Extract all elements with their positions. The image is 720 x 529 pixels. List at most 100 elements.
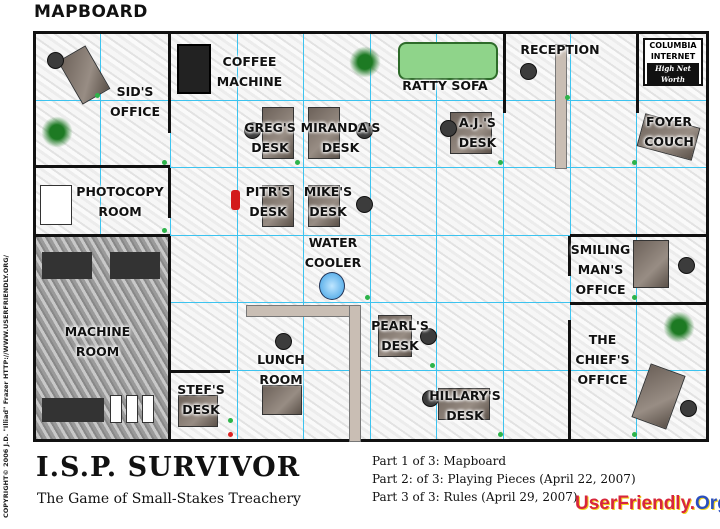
room-foyer-couch[interactable]: FOYER COUCH <box>644 114 694 149</box>
game-subtitle: The Game of Small-Stakes Treachery <box>37 491 301 507</box>
room-water-cooler[interactable]: WATER COOLER <box>304 235 362 270</box>
room-gregs-desk[interactable]: GREG'S DESK <box>244 120 296 155</box>
room-lunch-room[interactable]: LUNCH ROOM <box>257 352 305 387</box>
room-reception[interactable]: RECEPTION <box>520 42 600 57</box>
room-photocopy-room[interactable]: PHOTOCOPY ROOM <box>76 184 164 219</box>
server-unit <box>126 395 138 423</box>
desk-stef <box>178 395 218 427</box>
grid-line <box>237 33 238 440</box>
userfriendly-logo[interactable]: UserFriendly.Org <box>575 493 720 515</box>
water-cooler-icon <box>319 272 345 300</box>
exit-marker <box>228 418 233 423</box>
wall <box>170 370 230 373</box>
logo-line2: INTERNET <box>650 52 696 61</box>
room-mikes-desk[interactable]: MIKE'S DESK <box>303 184 353 219</box>
desk-smiling-man <box>633 240 669 288</box>
room-smiling-mans-office[interactable]: SMILING MAN'S OFFICE <box>570 242 631 297</box>
part-2: Part 2: of 3: Playing Pieces (April 22, … <box>372 472 636 486</box>
room-hillarys-desk[interactable]: HILLARY'S DESK <box>429 388 501 423</box>
room-mirandas-desk[interactable]: MIRANDA'S DESK <box>300 120 381 155</box>
wall <box>33 31 709 34</box>
logo-line1: COLUMBIA <box>649 41 697 50</box>
wall <box>35 234 170 237</box>
room-stefs-desk[interactable]: STEF'S DESK <box>177 382 225 417</box>
grid-line <box>35 302 707 303</box>
server-rack <box>110 252 160 279</box>
exit-marker <box>498 160 503 165</box>
part-1: Part 1 of 3: Mapboard <box>372 454 507 468</box>
logo-text-b: Org <box>695 493 720 514</box>
exit-marker <box>162 160 167 165</box>
desk-hillary <box>438 388 490 420</box>
partition <box>555 44 567 169</box>
room-ratty-sofa[interactable]: RATTY SOFA <box>402 78 488 93</box>
photocopier-icon <box>40 185 72 225</box>
plant-icon <box>40 115 74 149</box>
exit-marker <box>295 160 300 165</box>
plant-icon <box>662 310 696 344</box>
chair-icon <box>420 328 437 345</box>
plant-icon <box>348 45 382 79</box>
grid-line <box>35 100 707 101</box>
room-pearls-desk[interactable]: PEARL'S DESK <box>371 318 429 353</box>
chair-icon <box>422 390 439 407</box>
wall <box>33 439 709 442</box>
chair-icon <box>275 333 292 350</box>
grid-line <box>303 33 304 440</box>
grid-line <box>436 33 437 440</box>
server-unit <box>142 395 154 423</box>
grid-line <box>370 33 371 440</box>
chair-icon <box>356 196 373 213</box>
desk-miranda <box>308 107 340 159</box>
lunch-table <box>262 385 302 415</box>
chair-icon <box>244 122 261 139</box>
wall <box>570 234 707 237</box>
exit-marker <box>632 295 637 300</box>
part-3: Part 3 of 3: Rules (April 29, 2007) <box>372 490 578 504</box>
room-sids-office[interactable]: SID'S OFFICE <box>109 84 161 119</box>
exit-marker-red <box>228 432 233 437</box>
chair-icon <box>47 52 64 69</box>
chair-icon <box>356 122 373 139</box>
exit-marker <box>365 295 370 300</box>
server-unit <box>110 395 122 423</box>
exit-marker <box>498 432 503 437</box>
room-ajs-desk[interactable]: A.J.'S DESK <box>458 115 497 150</box>
ratty-sofa-icon <box>398 42 498 80</box>
grid-line <box>503 33 504 440</box>
chair-icon <box>440 120 457 137</box>
server-rack <box>42 398 104 422</box>
room-machine-room[interactable]: MACHINE ROOM <box>64 324 131 359</box>
chair-icon <box>680 400 697 417</box>
exit-marker <box>565 95 570 100</box>
chair-icon <box>678 257 695 274</box>
grid-line <box>35 167 707 168</box>
room-chiefs-office[interactable]: THE CHIEF'S OFFICE <box>575 332 630 387</box>
mapboard-title: MAPBOARD <box>34 2 148 22</box>
wall <box>570 302 707 305</box>
desk-mike <box>308 185 340 227</box>
parts-list: Part 1 of 3: Mapboard Part 2: of 3: Play… <box>372 452 636 506</box>
wall <box>568 236 571 276</box>
server-rack <box>42 252 92 279</box>
wall <box>568 320 571 440</box>
desk-aj <box>450 112 492 154</box>
desk-pearl <box>378 315 412 357</box>
wall <box>636 33 639 113</box>
game-title: I.S.P. SURVIVOR <box>36 452 301 483</box>
wall <box>168 236 171 440</box>
exit-marker <box>632 160 637 165</box>
room-pitrs-desk[interactable]: PITR'S DESK <box>245 184 291 219</box>
red-chair-icon <box>231 190 240 210</box>
partition <box>349 305 361 442</box>
columbia-internet-logo: COLUMBIA INTERNET High Net Worth <box>643 38 703 86</box>
exit-marker <box>430 363 435 368</box>
logo-tagline: High Net Worth <box>647 63 699 85</box>
desk-pitr <box>262 185 294 227</box>
wall <box>168 168 171 218</box>
wall <box>503 33 506 113</box>
wall <box>168 33 171 133</box>
chair-icon <box>520 63 537 80</box>
room-coffee-machine[interactable]: COFFEE MACHINE <box>216 54 283 89</box>
